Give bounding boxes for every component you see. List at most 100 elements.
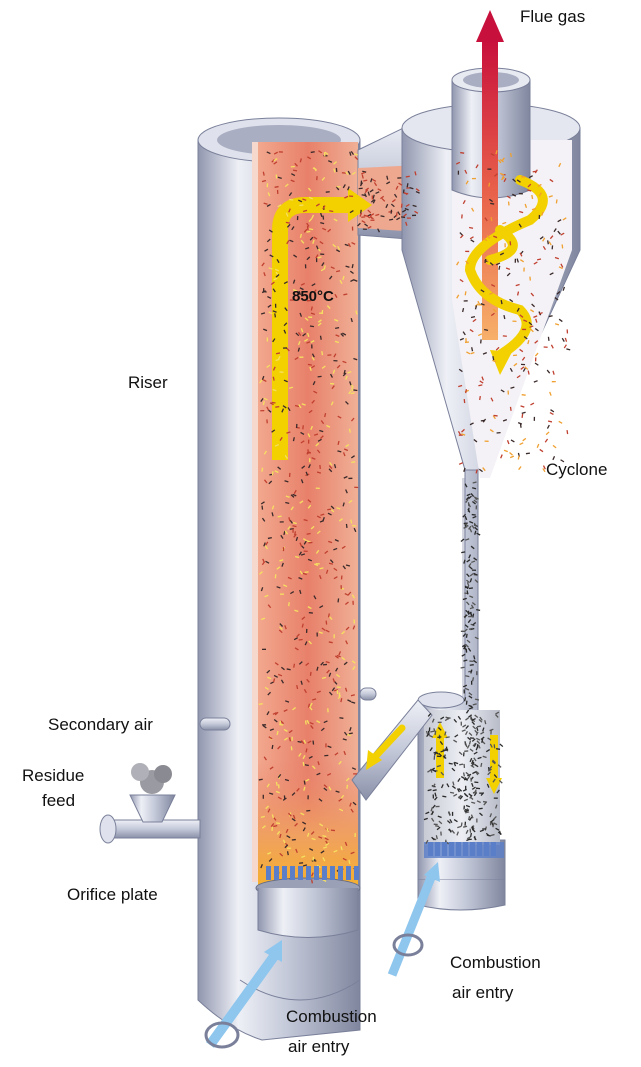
nozzle xyxy=(298,866,303,880)
label-combustion-air-right-line1: Combustion xyxy=(450,952,541,974)
particle xyxy=(349,860,350,864)
particle xyxy=(463,308,464,312)
particle xyxy=(287,669,291,670)
particle xyxy=(548,240,549,244)
particle xyxy=(522,412,526,413)
particle xyxy=(347,785,348,789)
particle xyxy=(433,790,437,791)
particle xyxy=(449,763,453,764)
particle xyxy=(548,337,549,341)
particle xyxy=(351,393,355,394)
particle xyxy=(387,176,388,180)
particle xyxy=(347,735,351,736)
particle xyxy=(311,152,315,153)
particle xyxy=(489,183,490,187)
particle xyxy=(547,425,549,429)
particle xyxy=(518,456,519,460)
particle xyxy=(275,187,279,188)
particle xyxy=(465,812,469,813)
particle xyxy=(484,329,488,330)
particle xyxy=(504,315,505,319)
particle xyxy=(389,219,393,220)
nozzle xyxy=(449,842,454,856)
particle xyxy=(511,440,514,442)
particle xyxy=(338,441,339,445)
particle xyxy=(472,347,473,351)
particle xyxy=(493,356,494,360)
particle xyxy=(555,324,559,325)
particle xyxy=(469,588,473,589)
particle xyxy=(522,414,523,418)
particle xyxy=(465,676,469,677)
nozzle xyxy=(306,866,311,880)
particle xyxy=(311,307,312,311)
particle xyxy=(306,721,307,725)
particle xyxy=(349,429,350,433)
particle xyxy=(259,704,263,705)
particle xyxy=(276,823,280,824)
particle xyxy=(263,172,264,176)
particle xyxy=(477,726,481,727)
nozzle xyxy=(274,866,279,880)
particle xyxy=(268,538,272,539)
particle xyxy=(430,731,434,732)
particle xyxy=(276,782,277,786)
particle xyxy=(353,390,357,391)
label-riser: Riser xyxy=(128,372,168,394)
particle xyxy=(461,552,465,553)
nozzle xyxy=(463,842,468,856)
particle xyxy=(291,746,292,750)
nozzle xyxy=(346,866,351,880)
particle xyxy=(329,211,333,212)
nozzle xyxy=(322,866,327,880)
particle xyxy=(305,572,309,573)
particle xyxy=(491,217,492,221)
particle xyxy=(464,772,465,776)
particle xyxy=(325,413,326,417)
nozzle xyxy=(354,866,359,880)
particle xyxy=(507,440,508,444)
label-combustion-air-bottom-line2: air entry xyxy=(288,1036,349,1058)
particle xyxy=(322,310,323,314)
particle xyxy=(436,835,437,839)
particle xyxy=(518,292,519,296)
particle xyxy=(286,222,290,223)
particle xyxy=(273,826,277,827)
particle xyxy=(540,449,543,451)
particle xyxy=(406,176,410,177)
particle xyxy=(566,349,570,350)
particle xyxy=(310,672,311,676)
particle xyxy=(446,737,450,738)
particle xyxy=(511,153,512,157)
particle xyxy=(501,300,502,304)
particle xyxy=(309,229,313,230)
particle xyxy=(537,259,541,260)
label-temperature: 850°C xyxy=(292,288,334,305)
nozzle xyxy=(477,842,482,856)
particle xyxy=(442,796,446,797)
particle xyxy=(466,634,467,638)
particle xyxy=(293,437,294,441)
particle xyxy=(535,363,538,365)
particle xyxy=(329,563,333,564)
particle xyxy=(546,432,549,435)
particle xyxy=(275,407,279,408)
particle xyxy=(473,614,474,618)
particle xyxy=(504,450,508,451)
particle xyxy=(272,745,273,749)
particle xyxy=(534,381,538,382)
particle xyxy=(343,294,347,295)
particle xyxy=(500,744,503,747)
particle xyxy=(475,699,479,700)
particle xyxy=(565,338,566,342)
particle xyxy=(473,482,477,483)
particle xyxy=(494,415,498,416)
particle xyxy=(335,328,339,329)
particle xyxy=(481,763,482,767)
particle xyxy=(437,737,441,738)
particle xyxy=(460,153,464,154)
particle xyxy=(310,326,314,327)
particle xyxy=(476,610,480,611)
particle xyxy=(470,665,474,666)
particle xyxy=(277,731,278,735)
